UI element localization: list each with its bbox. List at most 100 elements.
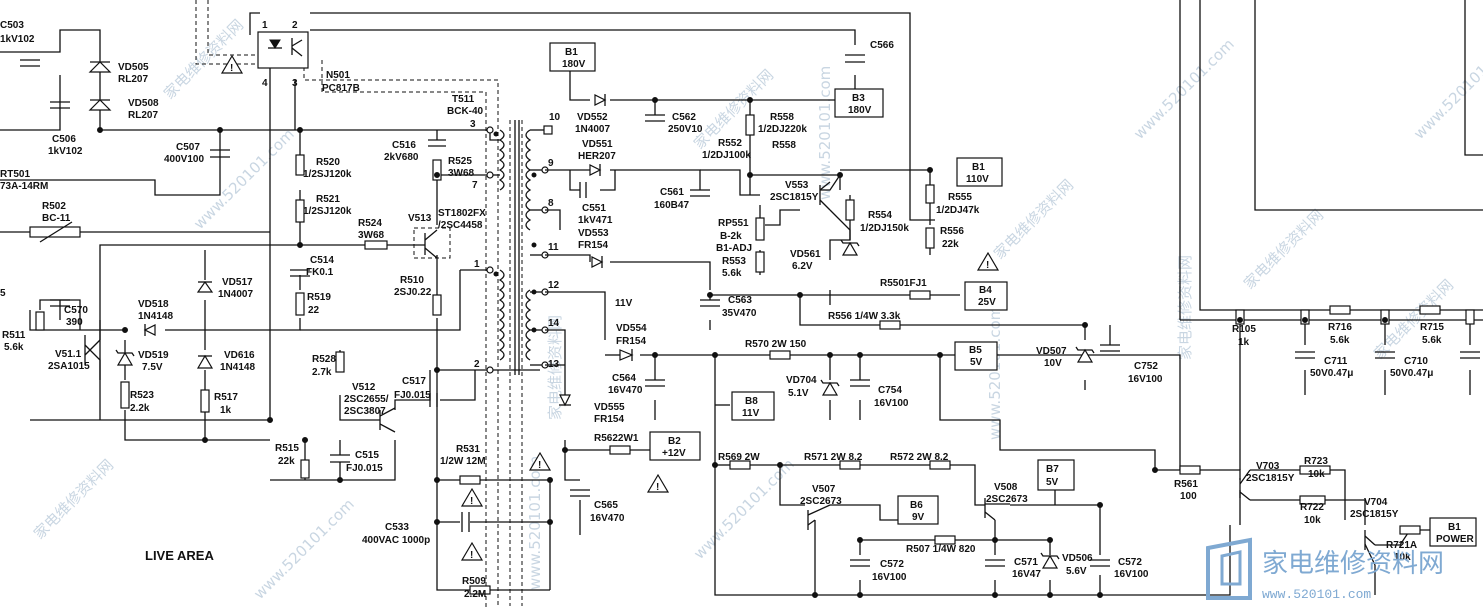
label-r521: R521 <box>316 194 340 205</box>
label-rp551: RP551 <box>718 218 749 229</box>
label-r552: R552 <box>718 138 742 149</box>
label-vd519-value: 7.5V <box>142 362 163 373</box>
label-vd616: VD616 <box>224 350 255 361</box>
label-c711-value: 50V0.47μ <box>1310 368 1353 379</box>
label-r525-value: 3W68 <box>448 168 475 179</box>
label-rt501-value: 73A-14RM <box>0 181 48 192</box>
label-c571-value: 16V47 <box>1012 569 1041 580</box>
label-r510-value: 2SJ0.22 <box>394 287 432 298</box>
watermark-text: www.520101.com <box>1410 35 1483 143</box>
label-vd506: VD506 <box>1062 553 1093 564</box>
watermark-text: 家电维修资料网 <box>1176 255 1194 360</box>
label-r558a: R558 <box>770 112 794 123</box>
label-b1-180: B1 <box>565 47 578 58</box>
label-c710: C710 <box>1404 356 1428 367</box>
label-vd517: VD517 <box>222 277 253 288</box>
label-r571: R571 2W 8.2 <box>804 452 863 463</box>
label-r520: R520 <box>316 157 340 168</box>
label-c566: C566 <box>870 40 894 51</box>
svg-text:!: ! <box>230 63 233 74</box>
label-r555: R555 <box>948 192 972 203</box>
label-live-area: LIVE AREA <box>145 548 214 563</box>
label-v512-value: 2SC2655/ <box>344 394 389 405</box>
label-r553: R553 <box>722 256 746 267</box>
label-v512: V512 <box>352 382 376 393</box>
secondary-wiring <box>545 0 1483 596</box>
label-c572b: C572 <box>1118 557 1142 568</box>
label-vd518: VD518 <box>138 299 169 310</box>
label-c564-value: 16V470 <box>608 385 643 396</box>
label-r531: R531 <box>456 444 480 455</box>
label-b5: B5 <box>969 345 982 356</box>
label-r521-value: 1/2SJ120k <box>303 206 352 217</box>
label-r558a-value: 1/2DJ220k <box>758 124 807 135</box>
label-v511: V51.1 <box>55 349 82 360</box>
label-c533: C533 <box>385 522 409 533</box>
label-opto-pin1: 1 <box>262 20 268 31</box>
label-pin9: 9 <box>548 158 554 169</box>
label-pin11: 11 <box>548 242 559 253</box>
label-r523: R523 <box>130 390 154 401</box>
label-r570: R570 2W 150 <box>745 339 807 350</box>
label-c572b-value: 16V100 <box>1114 569 1149 580</box>
watermark-text: 家电维修资料网 <box>990 176 1077 263</box>
site-logo-url: www.520101.com <box>1262 587 1371 602</box>
components <box>20 31 1480 598</box>
label-c506-value: 1kV102 <box>48 146 83 157</box>
label-r556a-value: 22k <box>942 239 959 250</box>
watermark-text: www.520101.com <box>190 125 298 233</box>
label-t511: T511 <box>452 94 475 105</box>
label-r723-value: 10k <box>1308 469 1325 480</box>
label-c503-value: 1kV102 <box>0 34 35 45</box>
label-r509-value: 2.2M <box>464 589 486 600</box>
label-r502-value: BC-11 <box>42 213 71 224</box>
label-pin12: 12 <box>548 280 560 291</box>
label-pin7: 7 <box>472 180 478 191</box>
label-r515-value: 22k <box>278 456 295 467</box>
label-r721a-value: 10k <box>1394 552 1411 563</box>
label-c562-value: 250V10 <box>668 124 703 135</box>
watermark-text: www.520101.com <box>526 456 544 590</box>
label-r569: R569 2W <box>718 452 760 463</box>
label-c571: C571 <box>1014 557 1038 568</box>
label-rp551-value: B-2k <box>720 231 742 242</box>
label-r528-value: 2.7k <box>312 367 332 378</box>
label-b4: B4 <box>979 285 992 296</box>
watermark-text: www.520101.com <box>250 495 358 603</box>
label-v513-value: ST1802FX <box>438 208 486 219</box>
label-v507-value: 2SC2673 <box>800 496 842 507</box>
label-c507-value: 400V100 <box>164 154 204 165</box>
label-b1-110-value: 110V <box>966 174 989 185</box>
warning-triangle-icon: ! <box>460 541 484 561</box>
isolation-boundary <box>195 0 523 610</box>
label-rp551-value2: B1-ADJ <box>716 243 752 254</box>
warning-triangle-icon: ! <box>220 54 244 74</box>
component-labels: C503 1kV102 VD505 RL207 VD508 RL207 C506… <box>0 20 1475 600</box>
label-vd518-value: 1N4148 <box>138 311 173 322</box>
label-vd554-value: FR154 <box>616 336 646 347</box>
label-c551: C551 <box>582 203 606 214</box>
label-b5-value: 5V <box>970 357 983 368</box>
label-r555-value: 1/2DJ47k <box>936 205 980 216</box>
label-v553: V553 <box>785 180 809 191</box>
label-b1-power-value: POWER <box>1436 534 1475 545</box>
label-r715: R715 <box>1420 322 1444 333</box>
label-v511-value: 2SA1015 <box>48 361 90 372</box>
label-c507: C507 <box>176 142 200 153</box>
label-c506: C506 <box>52 134 76 145</box>
watermark-text: 家电维修资料网 <box>546 315 564 420</box>
label-n501: N501 <box>326 70 350 81</box>
optocoupler-n501 <box>257 31 309 69</box>
svg-text:!: ! <box>656 482 659 493</box>
label-c565-value: 16V470 <box>590 513 625 524</box>
label-r524: R524 <box>358 218 382 229</box>
label-r572: R572 2W 8.2 <box>890 452 949 463</box>
label-pin3b: 3 <box>470 119 476 130</box>
label-vd704: VD704 <box>786 375 817 386</box>
label-pin8: 8 <box>548 198 554 209</box>
label-c514-value: FK0.1 <box>306 267 334 278</box>
label-r723: R723 <box>1304 456 1328 467</box>
label-b1-110: B1 <box>972 162 985 173</box>
watermark-text: 家电维修资料网 <box>30 456 117 543</box>
label-v512-value2: 2SC3807 <box>344 406 386 417</box>
